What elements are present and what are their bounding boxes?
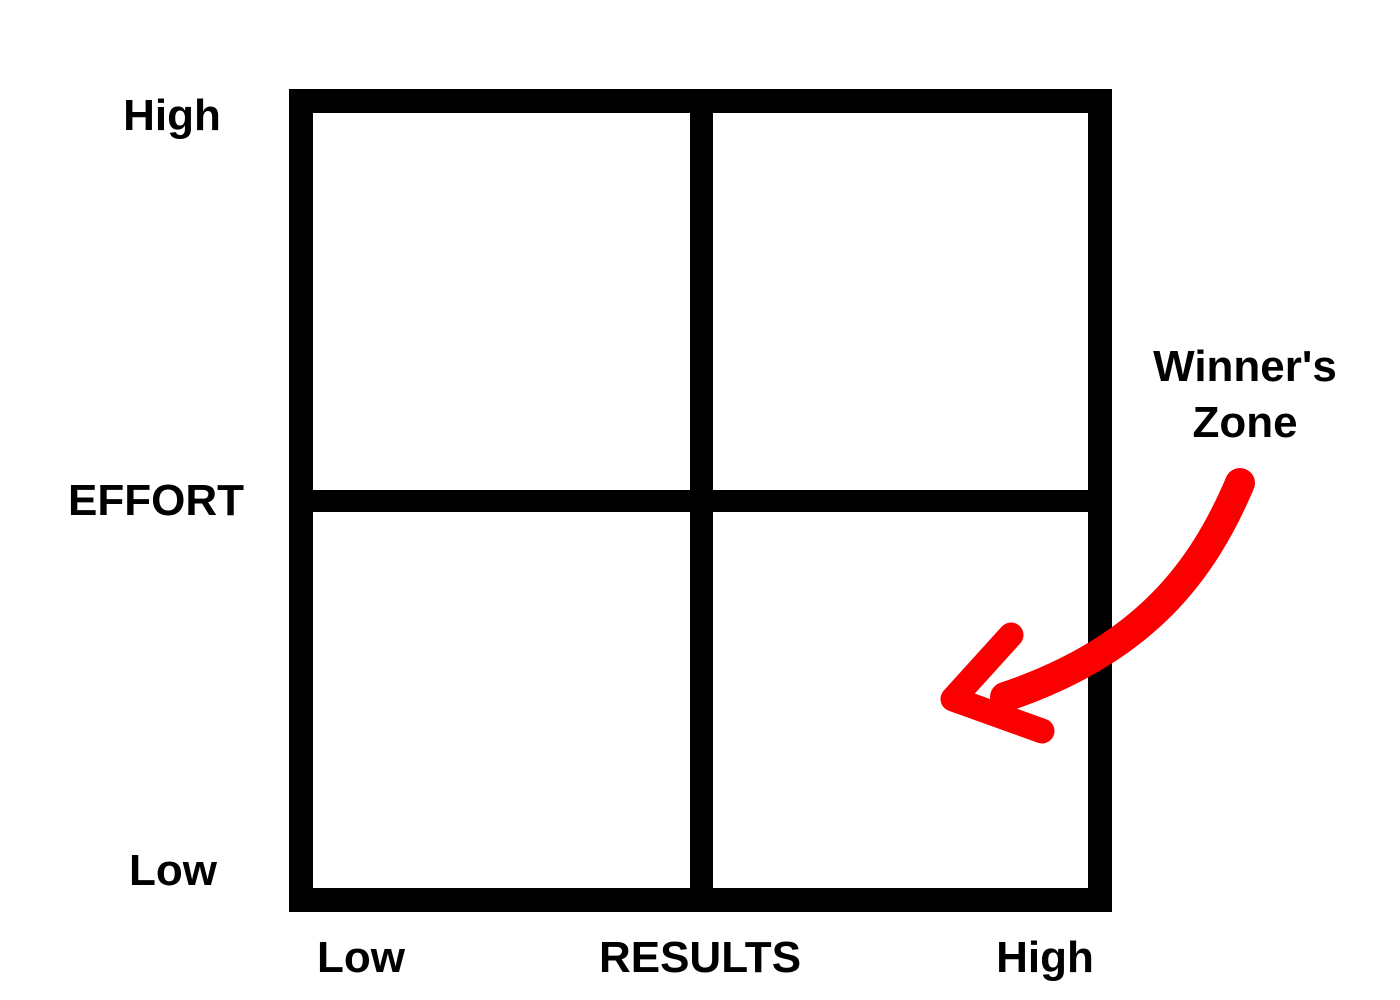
- results-low-label: Low: [317, 933, 405, 982]
- results-axis-label: RESULTS: [598, 933, 802, 982]
- winners-zone-label: Winner's Zone: [1153, 339, 1337, 451]
- effort-high-label: High: [123, 91, 221, 140]
- winners-zone-line1: Winner's: [1153, 342, 1337, 391]
- quadrant-high-effort-high-results: [713, 113, 1088, 490]
- effort-low-label: Low: [129, 846, 217, 895]
- matrix-grid: [289, 89, 1112, 912]
- results-high-label: High: [996, 933, 1094, 982]
- quadrant-high-effort-low-results: [313, 113, 690, 490]
- grid-horizontal-divider: [313, 490, 1088, 512]
- quadrant-low-effort-low-results: [313, 512, 690, 888]
- quadrant-low-effort-high-results: [713, 512, 1088, 888]
- winners-zone-line2: Zone: [1192, 398, 1298, 447]
- effort-axis-label: EFFORT: [68, 476, 244, 525]
